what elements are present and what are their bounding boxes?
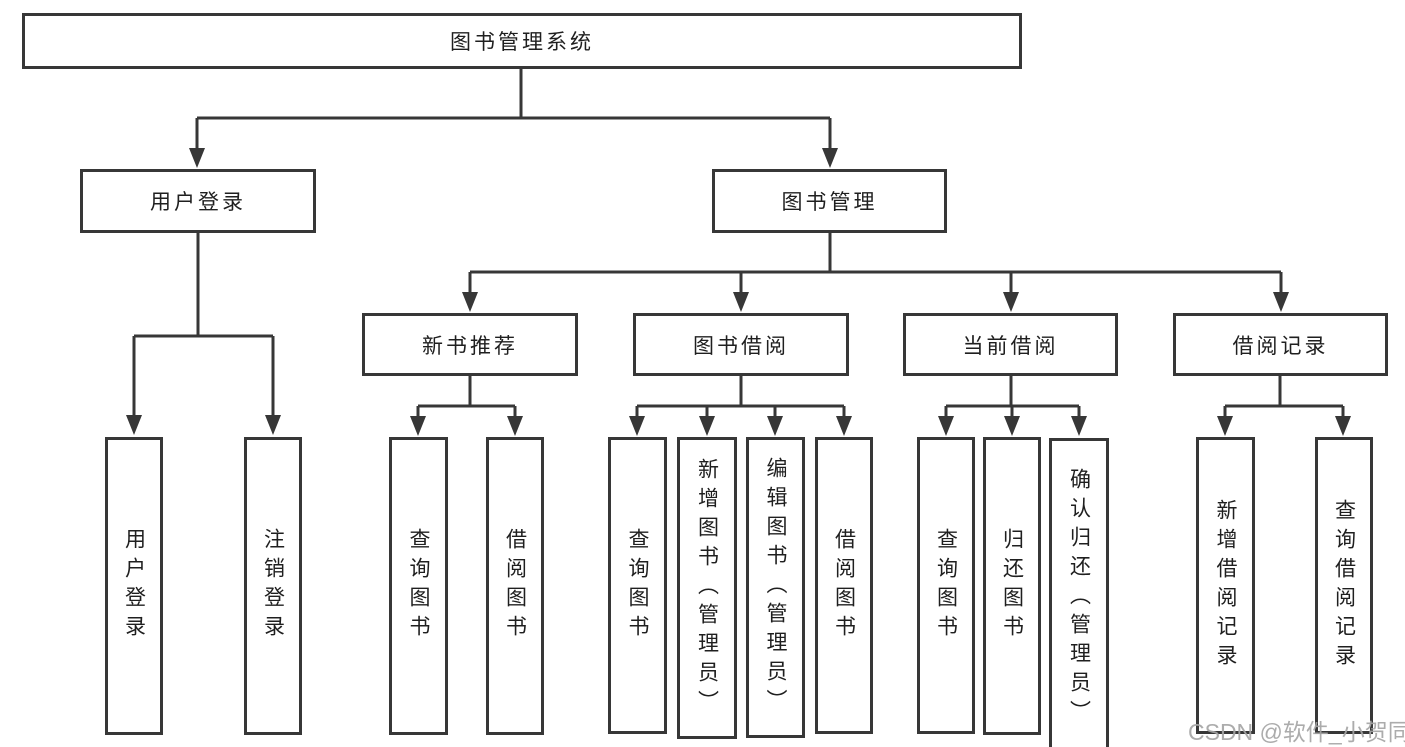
leaf-user-login-label: 用户登录 bbox=[122, 528, 146, 644]
csdn-watermark: CSDN @软件_小贺同学 bbox=[1188, 719, 1405, 745]
node-current-borrowing-label: 当前借阅 bbox=[962, 334, 1059, 358]
node-borrowing-records: 借阅记录 bbox=[1173, 313, 1388, 376]
leaf-bb-edit-books-admin-label: 编辑图书（管理员） bbox=[764, 457, 787, 718]
node-root-label: 图书管理系统 bbox=[450, 31, 594, 54]
node-root: 图书管理系统 bbox=[22, 13, 1022, 69]
connector-book-borrow-to-leaves bbox=[629, 376, 852, 436]
node-current-borrowing: 当前借阅 bbox=[903, 313, 1118, 376]
node-user-login-label: 用户登录 bbox=[150, 191, 246, 214]
leaf-bb-add-books-admin-label: 新增图书（管理员） bbox=[695, 457, 719, 719]
leaf-nbr-query-books: 查询图书 bbox=[389, 437, 448, 735]
node-book-borrowing: 图书借阅 bbox=[633, 313, 849, 376]
leaf-user-login: 用户登录 bbox=[105, 437, 163, 735]
leaf-cb-confirm-return-admin-label: 确认归还（管理员） bbox=[1067, 467, 1091, 729]
leaf-br-add-record-label: 新增借阅记录 bbox=[1214, 498, 1237, 673]
leaf-br-query-record-label: 查询借阅记录 bbox=[1332, 498, 1356, 673]
node-new-book-recommend-label: 新书推荐 bbox=[422, 334, 518, 358]
leaf-bb-query-books: 查询图书 bbox=[608, 437, 667, 734]
leaf-logout-label: 注销登录 bbox=[261, 528, 285, 644]
connector-current-borrow-to-leaves bbox=[938, 376, 1087, 436]
leaf-bb-add-books-admin: 新增图书（管理员） bbox=[677, 437, 737, 739]
connector-user-login-to-leaves bbox=[126, 233, 281, 435]
leaf-nbr-borrow-books-label: 借阅图书 bbox=[503, 528, 527, 644]
leaf-cb-return-books: 归还图书 bbox=[983, 437, 1041, 735]
node-book-management: 图书管理 bbox=[712, 169, 947, 233]
leaf-bb-edit-books-admin: 编辑图书（管理员） bbox=[746, 437, 805, 738]
node-book-management-label: 图书管理 bbox=[781, 191, 878, 214]
leaf-cb-query-books: 查询图书 bbox=[917, 437, 975, 734]
node-borrowing-records-label: 借阅记录 bbox=[1232, 334, 1329, 358]
leaf-nbr-query-books-label: 查询图书 bbox=[407, 528, 430, 644]
leaf-nbr-borrow-books: 借阅图书 bbox=[486, 437, 544, 735]
leaf-bb-borrow-books: 借阅图书 bbox=[815, 437, 873, 734]
connector-book-mgmt-to-level3 bbox=[462, 233, 1289, 312]
connector-root-to-level2 bbox=[189, 69, 838, 168]
leaf-cb-confirm-return-admin: 确认归还（管理员） bbox=[1049, 438, 1109, 747]
connector-new-book-rec-to-leaves bbox=[410, 376, 523, 436]
leaf-bb-query-books-label: 查询图书 bbox=[626, 527, 649, 644]
leaf-bb-borrow-books-label: 借阅图书 bbox=[832, 527, 856, 644]
leaf-logout: 注销登录 bbox=[244, 437, 302, 735]
leaf-br-add-record: 新增借阅记录 bbox=[1196, 437, 1255, 734]
leaf-cb-return-books-label: 归还图书 bbox=[1000, 528, 1024, 644]
leaf-cb-query-books-label: 查询图书 bbox=[934, 527, 958, 644]
node-book-borrowing-label: 图书借阅 bbox=[693, 334, 789, 358]
node-new-book-recommend: 新书推荐 bbox=[362, 313, 578, 376]
node-user-login: 用户登录 bbox=[80, 169, 316, 233]
connector-borrow-record-to-leaves bbox=[1217, 376, 1351, 436]
leaf-br-query-record: 查询借阅记录 bbox=[1315, 437, 1373, 734]
